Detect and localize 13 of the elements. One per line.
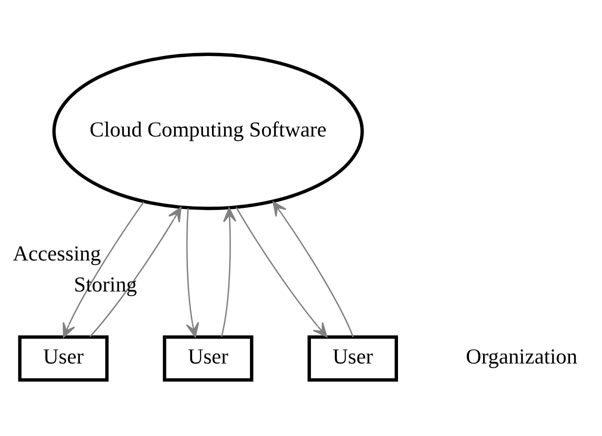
arrow: [62, 201, 144, 338]
arrow: [220, 206, 236, 336]
arrow: [186, 208, 200, 337]
edge-label: Accessing: [12, 241, 101, 266]
arrow: [90, 206, 182, 337]
node-box: User: [308, 334, 398, 382]
node-box: User: [162, 334, 254, 382]
edge-label: Storing: [74, 272, 138, 296]
node-box: User: [18, 334, 109, 382]
arrow: [272, 200, 354, 337]
label: Organization: [466, 344, 578, 368]
node-ellipse: Cloud Computing Software: [52, 52, 364, 210]
arrow: [236, 206, 328, 337]
